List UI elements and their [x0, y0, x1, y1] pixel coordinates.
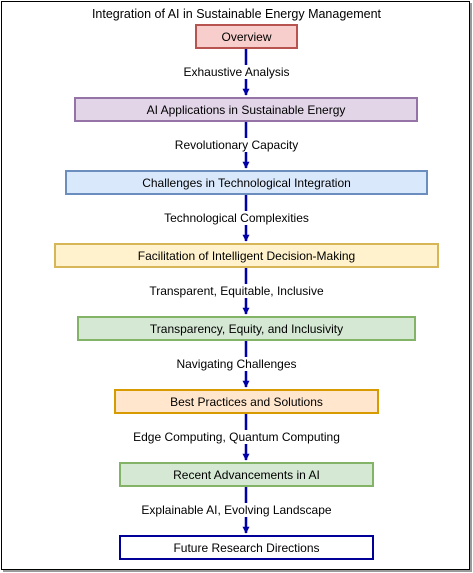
node-best-practices: Best Practices and Solutions	[114, 389, 379, 414]
edge-label-4: Transparent, Equitable, Inclusive	[147, 284, 326, 298]
node-future-research: Future Research Directions	[119, 535, 374, 560]
node-recent-advancements: Recent Advancements in AI	[119, 462, 374, 487]
node-overview: Overview	[195, 24, 298, 49]
node-transparency: Transparency, Equity, and Inclusivity	[77, 316, 416, 341]
edge-label-6: Edge Computing, Quantum Computing	[131, 430, 342, 444]
node-decision-making: Facilitation of Intelligent Decision-Mak…	[54, 243, 439, 268]
edge-label-2: Revolutionary Capacity	[172, 138, 301, 152]
diagram-title: Integration of AI in Sustainable Energy …	[91, 7, 382, 21]
node-challenges: Challenges in Technological Integration	[65, 170, 428, 195]
node-ai-applications: AI Applications in Sustainable Energy	[74, 97, 418, 122]
edge-label-1: Exhaustive Analysis	[181, 65, 292, 79]
edge-label-7: Explainable AI, Evolving Landscape	[139, 503, 334, 517]
edge-label-5: Navigating Challenges	[174, 357, 299, 371]
edge-label-3: Technological Complexities	[162, 211, 311, 225]
